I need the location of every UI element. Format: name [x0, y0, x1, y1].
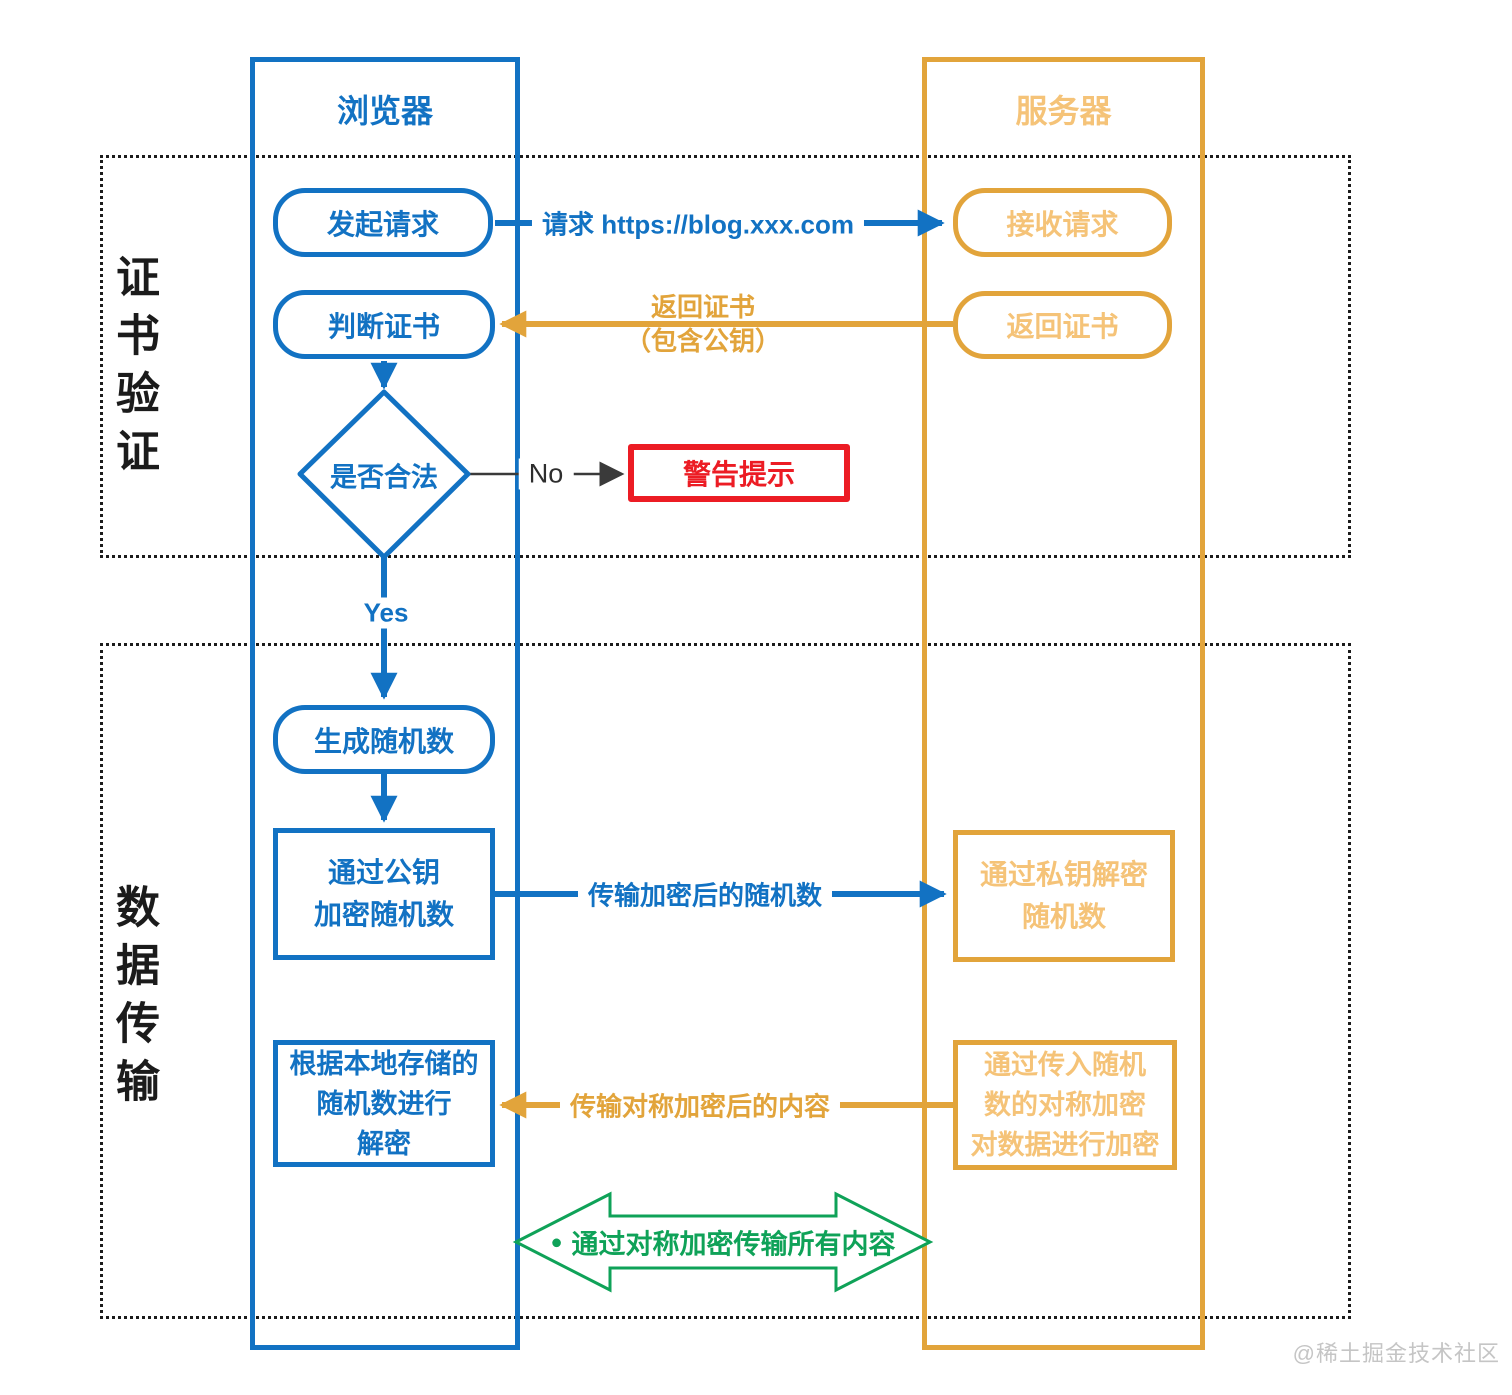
node-return-certificate: 返回证书	[953, 291, 1172, 359]
section-label-cert-verification: 证书验证	[109, 254, 158, 486]
node-symmetric-encrypt-line: 数的对称加密	[984, 1090, 1146, 1120]
decision-diamond-label: 是否合法	[330, 462, 438, 493]
node-symmetric-encrypt-line: 通过传入随机	[984, 1050, 1146, 1080]
banner-label: ● 通过对称加密传输所有内容	[550, 1223, 895, 1262]
browser-lane	[250, 57, 520, 1350]
node-initiate-request: 发起请求	[273, 188, 493, 257]
node-encrypt-line: 加密随机数	[313, 899, 454, 930]
section-cert-verification	[100, 155, 1351, 558]
node-initiate-request-label: 发起请求	[326, 208, 439, 240]
section-data-transfer	[100, 643, 1351, 1319]
node-decrypt-line: 随机数	[1021, 901, 1106, 932]
node-judge-certificate-label: 判断证书	[327, 310, 440, 342]
edge-label-no: No	[518, 458, 574, 490]
node-decrypt-line: 通过私钥解密	[979, 859, 1148, 890]
node-generate-random-label: 生成随机数	[313, 725, 454, 757]
node-encrypt-with-public-key: 通过公钥 加密随机数	[273, 828, 495, 960]
edge-label-transmit-content: 传输对称加密后的内容	[559, 1086, 841, 1124]
node-local-decrypt-line: 随机数进行	[316, 1088, 452, 1119]
edge-label-request-url: 请求 https://blog.xxx.com	[531, 204, 865, 242]
node-encrypt-line: 通过公钥	[327, 857, 440, 888]
edge-label-transmit-random: 传输加密后的随机数	[577, 875, 833, 913]
node-judge-certificate: 判断证书	[273, 290, 495, 359]
decision-diamond	[297, 389, 471, 560]
server-lane-title: 服务器	[1015, 93, 1112, 129]
node-local-decrypt: 根据本地存储的 随机数进行 解密	[273, 1040, 495, 1167]
node-symmetric-encrypt: 通过传入随机 数的对称加密 对数据进行加密	[953, 1040, 1177, 1170]
banner-text: 通过对称加密传输所有内容	[571, 1229, 896, 1260]
node-decrypt-with-private-key: 通过私钥解密 随机数	[953, 830, 1175, 962]
bullet-icon: ●	[550, 1231, 563, 1253]
node-generate-random: 生成随机数	[273, 705, 495, 774]
node-warning-alert-label: 警告提示	[682, 459, 795, 490]
node-receive-request: 接收请求	[953, 188, 1172, 257]
symmetric-transfer-banner-arrow	[512, 1191, 934, 1293]
node-return-certificate-label: 返回证书	[1006, 311, 1119, 342]
node-local-decrypt-line: 解密	[357, 1128, 411, 1159]
server-lane	[922, 57, 1205, 1350]
node-symmetric-encrypt-line: 对数据进行加密	[970, 1130, 1160, 1160]
browser-lane-title: 浏览器	[336, 93, 433, 129]
watermark: @稀土掘金技术社区	[1292, 1341, 1500, 1366]
edge-label-return-certificate-line: （包含公钥）	[624, 326, 782, 356]
node-local-decrypt-line: 根据本地存储的	[289, 1048, 479, 1079]
node-warning-alert: 警告提示	[628, 444, 850, 502]
section-label-data-transfer: 数据传输	[109, 884, 158, 1116]
edge-label-return-certificate-line: 返回证书	[650, 292, 756, 322]
edge-label-return-certificate: 返回证书 （包含公钥）	[625, 290, 781, 358]
edge-label-yes: Yes	[353, 597, 419, 629]
node-receive-request-label: 接收请求	[1006, 208, 1119, 240]
